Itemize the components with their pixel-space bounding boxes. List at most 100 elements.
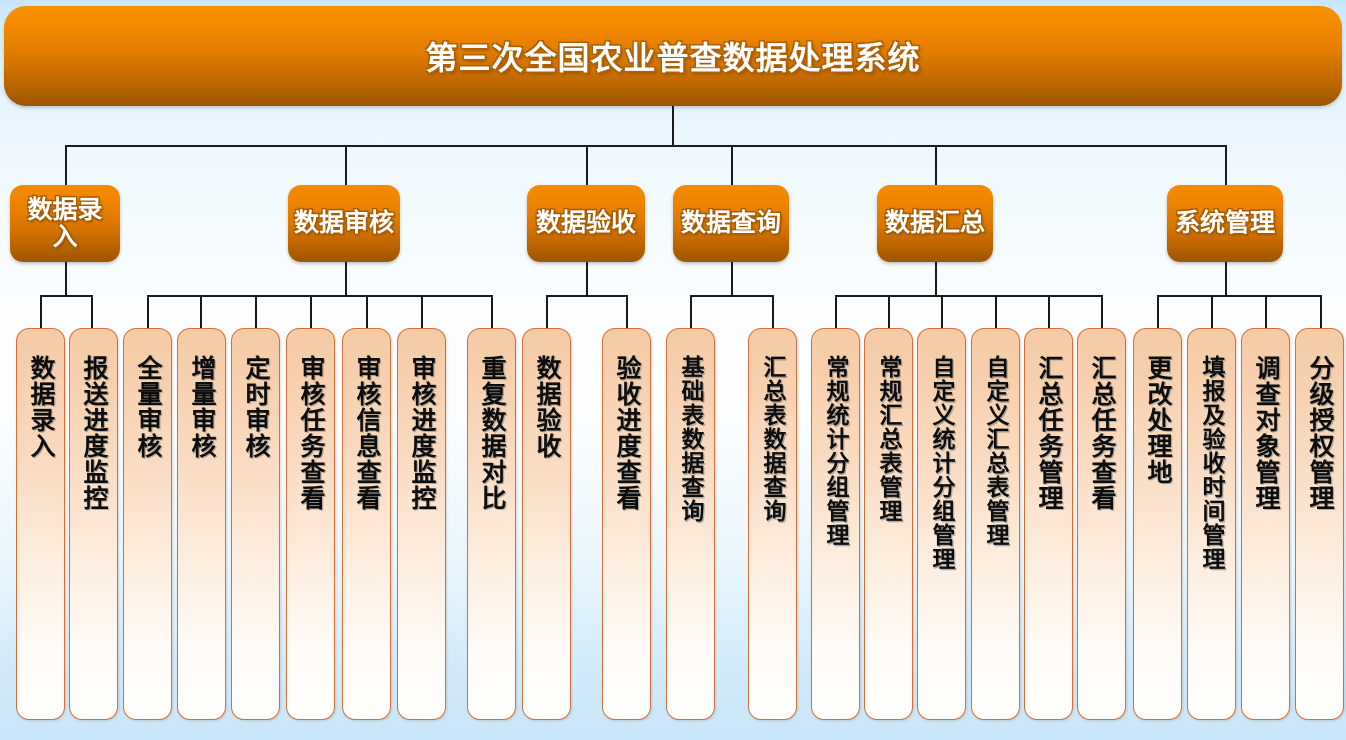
leaf-label: 重复数据对比 [478,355,506,511]
leaf-node-survey-object-mgmt[interactable]: 调查对象管理 [1241,328,1290,720]
leaf-node-summary-task-mgmt[interactable]: 汇总任务管理 [1024,328,1073,720]
leaf-label: 分级授权管理 [1306,355,1334,511]
leaf-node-scheduled-audit[interactable]: 定时审核 [231,328,280,720]
leaf-label: 基础表数据查询 [678,355,704,523]
leaf-label: 自定义统计分组管理 [929,355,955,571]
connector-drop-cat-6 [1225,145,1227,185]
connector-stem-cat-4 [731,262,733,296]
connector-drop-leaf-22 [1265,295,1267,328]
connector-drop-leaf-6 [310,295,312,328]
connector-drop-leaf-15 [888,295,890,328]
leaf-label: 审核任务查看 [297,355,325,511]
connector-bus-group-5 [835,295,1101,297]
category-node-data-query[interactable]: 数据查询 [673,185,789,262]
leaf-label: 汇总任务管理 [1035,355,1063,511]
connector-drop-leaf-4 [200,295,202,328]
leaf-node-duplicate-data-compare[interactable]: 重复数据对比 [467,328,516,720]
connector-stem-cat-6 [1225,262,1227,296]
leaf-node-audit-info-view[interactable]: 审核信息查看 [342,328,391,720]
connector-drop-cat-4 [731,145,733,185]
leaf-label: 审核进度监控 [408,355,436,511]
connector-stem-cat-2 [345,262,347,296]
connector-drop-leaf-10 [546,295,548,328]
category-label: 数据查询 [680,209,781,237]
leaf-label: 更改处理地 [1144,355,1172,485]
category-node-data-summary[interactable]: 数据汇总 [877,185,993,262]
connector-bus-group-4 [690,295,772,297]
category-label: 系统管理 [1174,209,1275,237]
system-title-banner: 第三次全国农业普查数据处理系统 [4,6,1342,106]
connector-drop-leaf-19 [1101,295,1103,328]
leaf-node-hierarchical-authorization-mgmt[interactable]: 分级授权管理 [1295,328,1344,720]
connector-drop-leaf-14 [835,295,837,328]
leaf-node-audit-progress-monitor[interactable]: 审核进度监控 [397,328,446,720]
category-label: 数据汇总 [884,209,985,237]
leaf-label: 全量审核 [134,355,162,459]
connector-drop-leaf-20 [1157,295,1159,328]
connector-drop-leaf-21 [1211,295,1213,328]
leaf-node-base-table-data-query[interactable]: 基础表数据查询 [666,328,715,720]
leaf-label: 自定义汇总表管理 [983,355,1009,547]
leaf-node-standard-statistic-group-mgmt[interactable]: 常规统计分组管理 [811,328,860,720]
leaf-node-custom-summary-table-mgmt[interactable]: 自定义汇总表管理 [971,328,1020,720]
connector-bus-group-3 [546,295,626,297]
leaf-node-data-entry[interactable]: 数据录入 [16,328,65,720]
page-title: 第三次全国农业普查数据处理系统 [425,40,921,76]
connector-drop-leaf-16 [941,295,943,328]
leaf-node-submission-progress-monitor[interactable]: 报送进度监控 [69,328,118,720]
leaf-label: 定时审核 [242,355,270,459]
connector-root-stem [672,106,674,146]
category-node-system-admin[interactable]: 系统管理 [1167,185,1283,262]
connector-drop-leaf-5 [255,295,257,328]
leaf-node-audit-task-view[interactable]: 审核任务查看 [286,328,335,720]
connector-drop-leaf-17 [995,295,997,328]
leaf-node-custom-statistic-group-mgmt[interactable]: 自定义统计分组管理 [917,328,966,720]
leaf-label: 报送进度监控 [80,355,108,511]
connector-drop-leaf-18 [1048,295,1050,328]
connector-drop-leaf-12 [690,295,692,328]
connector-drop-leaf-7 [366,295,368,328]
leaf-node-standard-summary-table-mgmt[interactable]: 常规汇总表管理 [864,328,913,720]
connector-bus-group-6 [1157,295,1320,297]
category-node-data-audit[interactable]: 数据审核 [288,185,400,262]
connector-drop-leaf-3 [147,295,149,328]
leaf-label: 汇总表数据查询 [760,355,786,523]
connector-bus-group-1 [40,295,91,297]
category-label: 数据录入 [27,195,103,251]
leaf-label: 常规汇总表管理 [876,355,902,523]
connector-drop-cat-2 [345,145,347,185]
leaf-node-acceptance-progress-view[interactable]: 验收进度查看 [602,328,651,720]
connector-drop-leaf-2 [91,295,93,328]
leaf-node-change-processing-location[interactable]: 更改处理地 [1133,328,1182,720]
leaf-label: 常规统计分组管理 [823,355,849,547]
connector-category-bus [65,145,1225,147]
category-label: 数据审核 [294,209,395,237]
leaf-node-summary-table-data-query[interactable]: 汇总表数据查询 [748,328,797,720]
leaf-label: 增量审核 [188,355,216,459]
connector-drop-leaf-23 [1320,295,1322,328]
connector-drop-leaf-11 [626,295,628,328]
leaf-label: 汇总任务查看 [1088,355,1116,511]
leaf-node-full-audit[interactable]: 全量审核 [123,328,172,720]
category-node-data-acceptance[interactable]: 数据验收 [527,185,645,262]
leaf-label: 数据验收 [533,355,561,459]
leaf-node-summary-task-view[interactable]: 汇总任务查看 [1077,328,1126,720]
leaf-label: 调查对象管理 [1252,355,1280,511]
connector-stem-cat-3 [586,262,588,296]
connector-drop-leaf-9 [491,295,493,328]
connector-stem-cat-1 [65,262,67,296]
connector-drop-cat-1 [65,145,67,185]
category-label: 数据验收 [535,209,636,237]
category-node-data-entry[interactable]: 数据录入 [10,185,120,262]
leaf-node-incremental-audit[interactable]: 增量审核 [177,328,226,720]
leaf-label: 数据录入 [27,355,55,459]
connector-drop-leaf-13 [772,295,774,328]
leaf-node-data-acceptance[interactable]: 数据验收 [522,328,571,720]
connector-drop-cat-5 [935,145,937,185]
leaf-node-reporting-acceptance-time-mgmt[interactable]: 填报及验收时间管理 [1187,328,1236,720]
connector-drop-leaf-8 [421,295,423,328]
leaf-label: 验收进度查看 [613,355,641,511]
connector-drop-cat-3 [586,145,588,185]
connector-drop-leaf-1 [40,295,42,328]
